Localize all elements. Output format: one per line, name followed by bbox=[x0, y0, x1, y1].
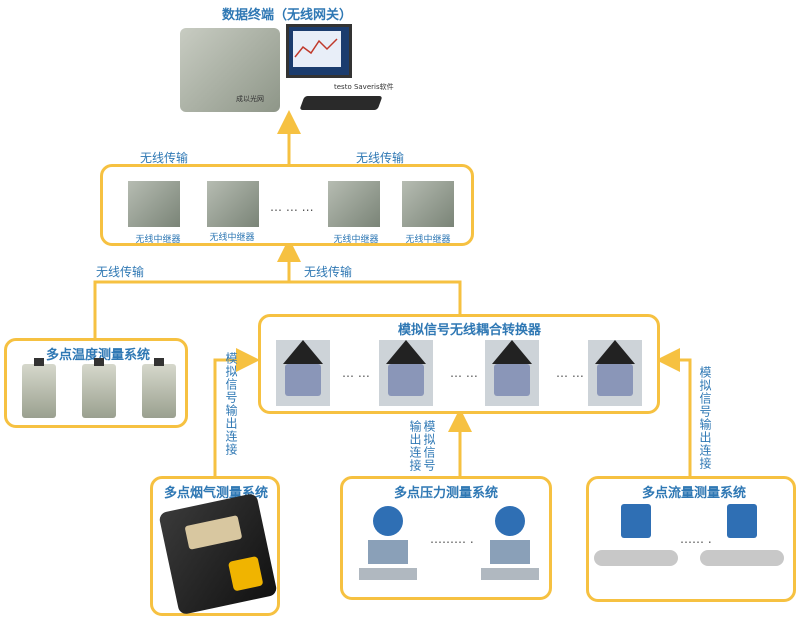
line-pressure-to-converter bbox=[440, 408, 472, 480]
converter-unit-4 bbox=[588, 340, 642, 406]
flow-system-box bbox=[586, 476, 796, 602]
temperature-system-title: 多点温度测量系统 bbox=[46, 348, 151, 363]
flow-side-label: 模拟信号输出连接 bbox=[698, 366, 712, 470]
converter-ellipsis-3: … … bbox=[556, 366, 584, 380]
converter-unit-2 bbox=[379, 340, 433, 406]
monitor-screen-chart bbox=[293, 31, 341, 67]
temp-logger-1 bbox=[22, 358, 56, 418]
converter-ellipsis-1: … … bbox=[342, 366, 370, 380]
flow-ellipsis: …… . bbox=[680, 532, 712, 546]
smoke-analyzer bbox=[158, 492, 278, 616]
repeater-ellipsis: … … … bbox=[270, 200, 314, 214]
smoke-side-label: 模拟信号输出连接 bbox=[224, 352, 238, 456]
pressure-system-title: 多点压力测量系统 bbox=[394, 486, 499, 501]
computer-monitor bbox=[286, 24, 352, 78]
converter-unit-3 bbox=[485, 340, 539, 406]
repeater-2 bbox=[207, 181, 259, 227]
repeater-3 bbox=[328, 181, 380, 227]
repeater-1 bbox=[128, 181, 180, 227]
repeater-label-2: 无线中继器 bbox=[209, 233, 255, 243]
wireless-label-left: 无线传输 bbox=[140, 151, 189, 165]
pressure-transmitter-1 bbox=[358, 506, 418, 586]
converter-unit-1 bbox=[276, 340, 330, 406]
line-flow-to-converter bbox=[656, 348, 692, 478]
terminal-title: 数据终端（无线网关） bbox=[222, 8, 353, 23]
converter-title: 模拟信号无线耦合转换器 bbox=[398, 323, 542, 338]
flow-meter-1 bbox=[594, 504, 678, 576]
gateway-label: 成以光网 bbox=[236, 95, 264, 103]
software-label: testo Saveris软件 bbox=[334, 83, 394, 91]
repeater-label-4: 无线中继器 bbox=[405, 235, 451, 245]
repeater-label-1: 无线中继器 bbox=[135, 235, 181, 245]
wireless-label-center: 无线传输 bbox=[304, 265, 353, 279]
line-temp-to-repeater bbox=[93, 280, 462, 338]
line-smoke-to-converter bbox=[213, 348, 260, 478]
computer-keyboard bbox=[299, 96, 383, 110]
flow-meter-2 bbox=[700, 504, 784, 576]
gateway-device: 成以光网 bbox=[180, 28, 280, 112]
temp-logger-2 bbox=[82, 358, 116, 418]
pressure-transmitter-2 bbox=[480, 506, 540, 586]
pressure-side-label: 模拟信号输出连接 bbox=[408, 420, 436, 472]
converter-ellipsis-2: … … bbox=[450, 366, 478, 380]
wireless-label-right: 无线传输 bbox=[356, 151, 405, 165]
repeater-label-3: 无线中继器 bbox=[333, 235, 379, 245]
repeater-4 bbox=[402, 181, 454, 227]
wireless-label-temp: 无线传输 bbox=[96, 265, 145, 279]
pressure-ellipsis: ……… . bbox=[430, 532, 474, 546]
flow-system-title: 多点流量测量系统 bbox=[642, 486, 747, 501]
temp-logger-3 bbox=[142, 358, 176, 418]
